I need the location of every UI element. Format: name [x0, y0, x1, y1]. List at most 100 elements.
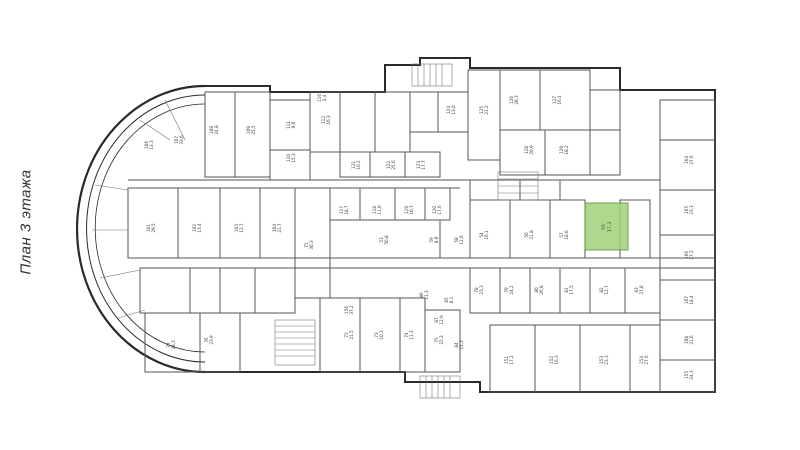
room-number: 85 [444, 297, 449, 303]
room-area: 12,7 [239, 223, 244, 233]
room-area: 10,3 [379, 330, 384, 340]
room-area: 26,8 [539, 285, 544, 295]
room-number: 164 [684, 156, 689, 164]
room-number: 155 [684, 371, 689, 379]
room-area: 24,8 [214, 125, 219, 135]
room-number: 79 [504, 287, 509, 293]
room-area: 17,2 [509, 355, 514, 365]
room-area: 24,3 [689, 370, 694, 380]
room-area: 10,7 [409, 205, 414, 215]
room-number: 116 [317, 94, 322, 102]
room-area: 8,1 [449, 296, 454, 303]
room-number: 110 [286, 154, 291, 162]
room-area: 18,7 [344, 205, 349, 215]
room-number: 87 [434, 317, 439, 323]
room-area: 21,7 [277, 223, 282, 233]
room-number: 84 [454, 342, 459, 348]
room-area: 23,3 [479, 285, 484, 295]
room-number: 154 [639, 356, 644, 364]
interior-walls [92, 63, 716, 399]
room-area: 20,9 [529, 145, 534, 155]
room-area: 12,6 [459, 235, 464, 245]
room-number: 156 [344, 306, 349, 314]
room-area: 3,4 [322, 94, 327, 101]
room-area: 23,3 [604, 355, 609, 365]
room-number: 71 [304, 242, 309, 248]
room-area: 12,7 [604, 285, 609, 295]
room-area: 25,5 [251, 125, 256, 135]
room-area: 24,2 [509, 285, 514, 295]
room-number: 118 [372, 206, 377, 214]
room-area: 17,6 [437, 205, 442, 215]
room-number: 121 [351, 161, 356, 169]
room-area: 30,3 [309, 240, 314, 250]
room-number: 53 [379, 237, 384, 243]
room-number: 82 [599, 287, 604, 293]
room-area: 16,1 [484, 230, 489, 240]
room-number: 56 [524, 232, 529, 238]
highlighted-room[interactable] [584, 202, 629, 251]
room-number: 151 [504, 356, 509, 364]
room-area: 15,3 [291, 153, 296, 163]
room-area: 33,6 [179, 135, 184, 145]
room-area: 11,3 [424, 290, 429, 300]
room-number: 102 [192, 224, 197, 232]
room-number: 122 [386, 161, 391, 169]
room-area: 37,2 [349, 305, 354, 315]
room-area: 18,4 [689, 295, 694, 305]
room-area: 27,6 [644, 355, 649, 365]
room-area: 16,3 [326, 115, 331, 125]
room-number: 76 [204, 337, 209, 343]
room-area: 27,6 [689, 155, 694, 165]
room-number: 74 [404, 332, 409, 338]
room-number: 109 [246, 126, 251, 134]
room-area: 17,3 [607, 222, 613, 232]
room-number: 59 [429, 237, 434, 243]
room-area: 27,8 [639, 285, 644, 295]
room-area: 16,1 [557, 95, 562, 105]
room-number: 165 [684, 206, 689, 214]
room-number: 124 [446, 106, 451, 114]
room-number: 54 [479, 232, 484, 238]
room-number: 111 [286, 121, 291, 129]
room-number: 78 [474, 287, 479, 293]
room-area: 33,3 [171, 340, 176, 350]
room-area: 13,4 [197, 223, 202, 233]
room-area: 21,5 [349, 330, 354, 340]
room-number: 55 [601, 224, 607, 230]
plan-title: План 3 этажа [17, 169, 35, 275]
room-number: 153 [599, 356, 604, 364]
room-area: 21,6 [689, 335, 694, 345]
room-number: 167 [684, 296, 689, 304]
room-number: 166 [684, 251, 689, 259]
room-area: 18,0 [564, 230, 569, 240]
